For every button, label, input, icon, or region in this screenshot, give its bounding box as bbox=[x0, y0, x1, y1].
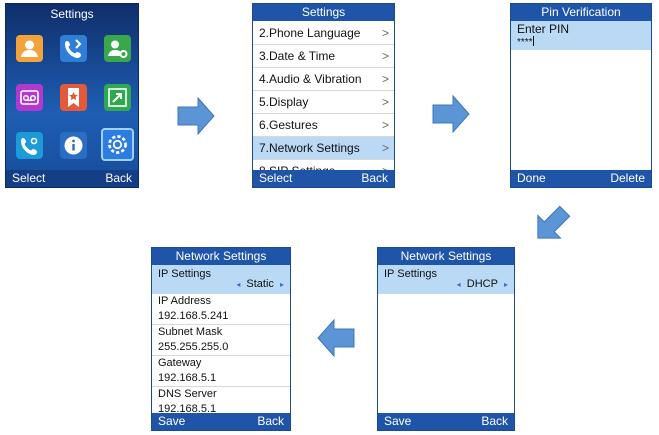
chevron-right-icon: > bbox=[381, 26, 389, 40]
field-label: IP Address bbox=[158, 295, 211, 307]
ip-settings-selector[interactable]: IP Settings ◂ DHCP ▸ bbox=[378, 265, 514, 294]
screen-title: Network Settings bbox=[152, 248, 290, 265]
call-forward-icon[interactable] bbox=[60, 35, 87, 62]
settings-list-screen: Settings 2.Phone Language> 3.Date & Time… bbox=[252, 3, 395, 188]
softkey-bar: Save Back bbox=[152, 413, 290, 430]
ip-settings-selector[interactable]: IP Settings ◂ Static ▸ bbox=[152, 265, 290, 294]
pin-verification-screen: Pin Verification Enter PIN **** Done Del… bbox=[510, 3, 652, 188]
info-icon[interactable] bbox=[60, 132, 87, 159]
list-item[interactable]: 6.Gestures> bbox=[253, 114, 394, 137]
settings-menu-screen: Settings Select Back bbox=[5, 3, 139, 188]
settings-gear-icon[interactable] bbox=[101, 128, 134, 161]
select-softkey[interactable]: Select bbox=[12, 171, 46, 185]
field-value: 192.168.5.241 bbox=[158, 310, 229, 322]
back-softkey[interactable]: Back bbox=[105, 171, 132, 185]
pin-field[interactable]: Enter PIN **** bbox=[511, 21, 651, 50]
save-softkey[interactable]: Save bbox=[384, 414, 412, 428]
call-transfer-icon[interactable] bbox=[104, 84, 131, 111]
softkey-bar: Done Delete bbox=[511, 170, 651, 187]
back-softkey[interactable]: Back bbox=[481, 414, 508, 428]
list-item[interactable]: 3.Date & Time> bbox=[253, 45, 394, 68]
chevron-right-icon: > bbox=[381, 49, 389, 63]
softkey-bar: Save Back bbox=[378, 413, 514, 430]
network-settings-dhcp-screen: Network Settings IP Settings ◂ DHCP ▸ Sa… bbox=[377, 247, 515, 431]
list-item-selected[interactable]: 7.Network Settings> bbox=[253, 137, 394, 160]
right-triangle-icon[interactable]: ▸ bbox=[503, 280, 508, 289]
gateway-field[interactable]: Gateway 192.168.5.1 bbox=[152, 356, 290, 387]
ip-settings-value: Static bbox=[246, 278, 274, 290]
network-settings-static-screen: Network Settings IP Settings ◂ Static ▸ … bbox=[151, 247, 291, 431]
select-softkey[interactable]: Select bbox=[259, 171, 293, 185]
field-value: 255.255.255.0 bbox=[158, 341, 229, 353]
back-softkey[interactable]: Back bbox=[361, 171, 388, 185]
ip-address-field[interactable]: IP Address 192.168.5.241 bbox=[152, 294, 290, 325]
chevron-right-icon: > bbox=[381, 72, 389, 86]
pin-label: Enter PIN bbox=[517, 22, 570, 36]
left-triangle-icon[interactable]: ◂ bbox=[236, 280, 241, 289]
save-softkey[interactable]: Save bbox=[158, 414, 186, 428]
list-item[interactable]: 2.Phone Language> bbox=[253, 22, 394, 45]
screen-title: Settings bbox=[50, 7, 94, 21]
done-softkey[interactable]: Done bbox=[517, 171, 546, 185]
right-arrow-icon bbox=[177, 96, 215, 136]
ip-settings-value: DHCP bbox=[466, 278, 498, 290]
down-left-arrow-icon bbox=[537, 205, 571, 239]
ip-settings-label: IP Settings bbox=[158, 268, 211, 280]
list-item[interactable]: 4.Audio & Vibration> bbox=[253, 68, 394, 91]
favorites-icon[interactable] bbox=[60, 84, 87, 111]
field-value: 192.168.5.1 bbox=[158, 403, 217, 415]
softkey-bar: Select Back bbox=[253, 170, 394, 187]
right-arrow-icon bbox=[432, 94, 470, 134]
list-item[interactable]: 5.Display> bbox=[253, 91, 394, 114]
subnet-mask-field[interactable]: Subnet Mask 255.255.255.0 bbox=[152, 325, 290, 356]
field-label: DNS Server bbox=[158, 388, 217, 400]
ip-settings-label: IP Settings bbox=[384, 268, 437, 280]
screen-title: Pin Verification bbox=[511, 4, 651, 21]
dns-server-field[interactable]: DNS Server 192.168.5.1 bbox=[152, 387, 290, 415]
text-cursor bbox=[532, 36, 534, 46]
screen-title: Network Settings bbox=[378, 248, 514, 265]
chevron-right-icon: > bbox=[381, 141, 389, 155]
pin-input[interactable]: **** bbox=[517, 36, 534, 48]
field-label: Subnet Mask bbox=[158, 326, 223, 338]
field-label: Gateway bbox=[158, 357, 202, 369]
contact-settings-icon[interactable] bbox=[104, 35, 131, 62]
right-triangle-icon[interactable]: ▸ bbox=[279, 280, 284, 289]
delete-softkey[interactable]: Delete bbox=[610, 171, 645, 185]
chevron-right-icon: > bbox=[381, 95, 389, 109]
left-arrow-icon bbox=[317, 318, 355, 358]
call-settings-icon[interactable] bbox=[16, 132, 43, 159]
left-triangle-icon[interactable]: ◂ bbox=[456, 280, 461, 289]
field-value: 192.168.5.1 bbox=[158, 372, 217, 384]
contacts-icon[interactable] bbox=[16, 35, 43, 62]
softkey-bar: Select Back bbox=[6, 170, 138, 187]
screen-title: Settings bbox=[253, 4, 394, 21]
back-softkey[interactable]: Back bbox=[257, 414, 284, 428]
voicemail-icon[interactable] bbox=[16, 84, 43, 111]
chevron-right-icon: > bbox=[381, 118, 389, 132]
